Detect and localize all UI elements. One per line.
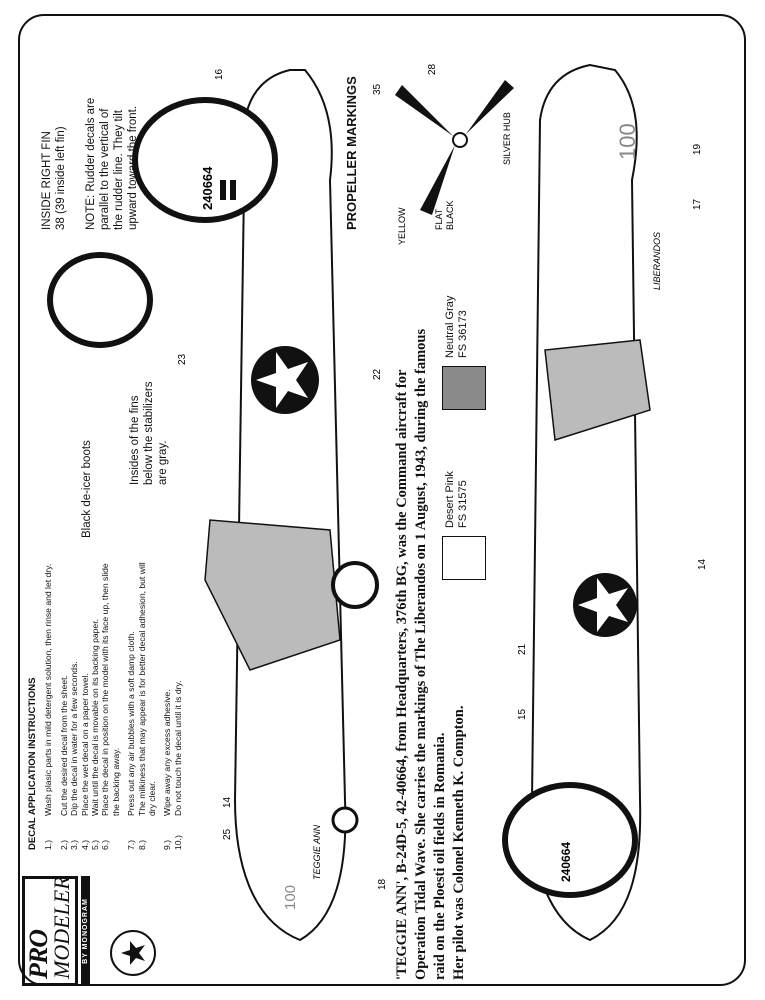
prop-label-flat: FLAT — [434, 208, 444, 230]
bottom-aircraft-profile: 240664 100 LIBERANDOS — [502, 63, 662, 942]
callout-numbers: 16 23 22 25 14 18 19 17 14 21 15 — [177, 68, 708, 890]
tail-serial: 240664 — [200, 166, 215, 210]
propeller-diagram: YELLOW FLAT BLACK SILVER HUB 35 28 — [372, 63, 514, 245]
inside-fin-detail — [47, 252, 153, 348]
callout-number: 18 — [377, 878, 388, 890]
top-aircraft-profile: 240664 100 TEGGIE ANN — [47, 69, 379, 942]
nose-number: 100 — [282, 885, 299, 910]
propeller-blade — [395, 85, 453, 136]
callout-number: 16 — [214, 68, 225, 80]
star-insignia-icon — [578, 578, 628, 632]
nose-wheel — [331, 806, 359, 834]
tail-fin — [132, 97, 278, 223]
propeller-blade — [420, 145, 455, 215]
callout-number: 35 — [372, 83, 383, 95]
callout-number: 22 — [372, 368, 383, 380]
callout-number: 14 — [222, 796, 233, 808]
nose-number: 100 — [615, 123, 640, 160]
star-insignia-icon — [256, 352, 308, 408]
liberandos-emblem-icon — [110, 930, 156, 976]
propeller-blade — [466, 80, 514, 134]
propeller-hub — [452, 132, 468, 148]
callout-number: 17 — [692, 198, 703, 210]
tail-fin — [502, 782, 638, 898]
callout-number: 21 — [517, 643, 528, 655]
callout-number: 15 — [517, 708, 528, 720]
prop-label-black: BLACK — [445, 200, 455, 230]
tail-serial: 240664 — [559, 842, 573, 882]
nose-art: TEGGIE ANN — [312, 824, 322, 880]
nose-art: LIBERANDOS — [652, 232, 662, 290]
main-wheel — [331, 561, 379, 609]
prop-label-yellow: YELLOW — [397, 207, 407, 245]
callout-number: 25 — [222, 828, 233, 840]
prop-label-hub: SILVER HUB — [502, 112, 512, 165]
callout-number: 19 — [692, 143, 703, 155]
callout-number: 14 — [697, 558, 708, 570]
callout-number: 23 — [177, 353, 188, 365]
sheet-border — [18, 14, 746, 986]
callout-number: 28 — [427, 63, 438, 75]
